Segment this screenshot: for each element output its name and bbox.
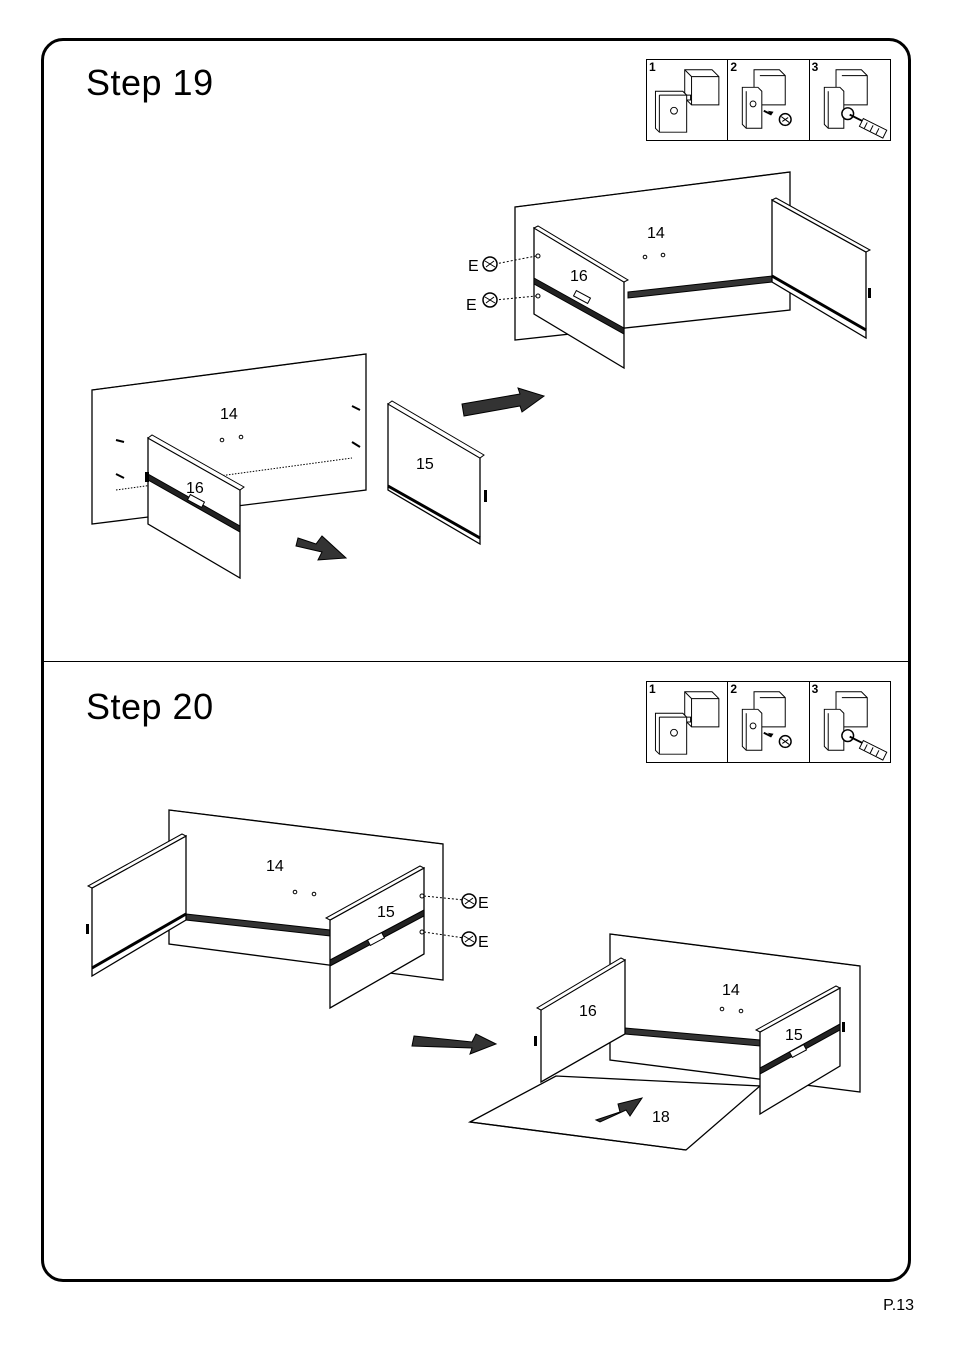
part-label-16: 16 (579, 1003, 597, 1020)
part-label-14: 14 (722, 982, 740, 999)
part-label-15: 15 (416, 456, 434, 473)
part-label-16: 16 (570, 268, 588, 285)
cam-lock-insert-icon (728, 682, 808, 762)
part-label-15: 15 (377, 904, 395, 921)
part-label-18: 18 (652, 1109, 670, 1126)
final-left-side-16: 16 (534, 958, 625, 1082)
inset-panel-2: 2 (728, 60, 809, 140)
assembled-side-panel-right (772, 198, 871, 338)
part-label-14: 14 (266, 858, 284, 875)
insert-direction-arrow (296, 536, 346, 560)
page-number: P.13 (883, 1297, 914, 1315)
screwdriver-tighten-icon (810, 682, 890, 762)
inset-panel-3: 3 (810, 60, 890, 140)
assembled-left-side-panel (86, 834, 186, 976)
inset-panel-1: 1 (647, 60, 728, 140)
part-label-15: 15 (785, 1027, 803, 1044)
exploded-side-panel-15: 15 (388, 401, 487, 544)
bottom-panel-18: 18 (470, 1076, 760, 1150)
cam-lock-insert-icon (728, 60, 808, 140)
step-19-cam-inset: 1 2 3 (646, 59, 891, 141)
step-20-cam-inset: 1 2 3 (646, 681, 891, 763)
cam-bolt-insert-icon (647, 682, 727, 762)
part-label-16: 16 (186, 480, 204, 497)
assembly-direction-arrow (412, 1034, 496, 1054)
step-19-assembly-drawing: 14 16 E (0, 160, 954, 620)
inset-panel-3: 3 (810, 682, 890, 762)
hardware-label-e: E (466, 297, 477, 314)
step-divider (44, 661, 910, 662)
step-20-assembly-drawing: 14 15 E (0, 800, 954, 1160)
assembly-direction-arrow (462, 388, 544, 416)
step-20-title: Step 20 (86, 686, 214, 728)
step-19-title: Step 19 (86, 62, 214, 104)
hardware-label-e: E (478, 934, 489, 951)
part-label-14: 14 (647, 225, 665, 242)
screwdriver-tighten-icon (810, 60, 890, 140)
inset-panel-2: 2 (728, 682, 809, 762)
part-label-14: 14 (220, 406, 238, 423)
hardware-label-e: E (478, 895, 489, 912)
hardware-label-e: E (468, 258, 479, 275)
step-20-diagram: 14 15 E (0, 800, 954, 1160)
inset-panel-1: 1 (647, 682, 728, 762)
cam-bolt-insert-icon (647, 60, 727, 140)
step-19-diagram: 14 16 E (0, 160, 954, 620)
